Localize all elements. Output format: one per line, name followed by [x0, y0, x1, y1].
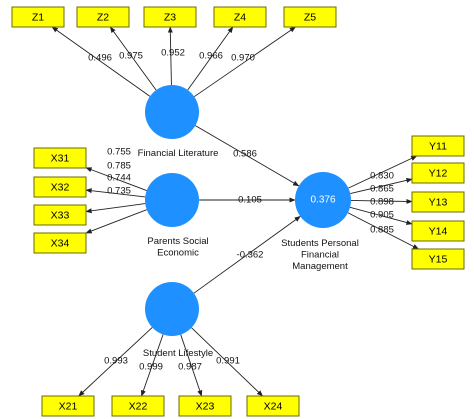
loading-arrow-z4 [187, 26, 234, 91]
indicator-x34: X34 [33, 232, 87, 254]
indicator-z5: Z5 [283, 6, 337, 28]
loading-arrow-y14 [349, 206, 413, 225]
loading-value-x33: 0.744 [107, 173, 131, 184]
indicator-label: X31 [51, 153, 70, 165]
path-arrow-sl-spfm [193, 216, 301, 294]
loading-value-z1: 0.496 [88, 53, 112, 64]
indicator-x31: X31 [33, 147, 87, 169]
loading-value-x32: 0.785 [107, 161, 131, 172]
indicator-label: Y11 [429, 141, 447, 153]
loading-arrow-x22 [141, 334, 164, 397]
path-coefficient-sl-spfm: -0.362 [237, 250, 264, 261]
indicator-z1: Z1 [11, 6, 65, 28]
indicator-label: Y15 [429, 254, 448, 266]
loading-arrow-y12 [350, 177, 413, 195]
indicator-y15: Y15 [411, 248, 465, 270]
indicator-x24: X24 [246, 395, 300, 417]
construct-name-sl: Student Lifestyle [143, 348, 213, 359]
loading-value-y12: 0.865 [370, 184, 394, 195]
loading-arrow-z5 [193, 26, 296, 98]
latent-fl [145, 85, 199, 139]
path-coefficient-ps-spfm: 0.105 [238, 195, 262, 206]
loading-arrow-x23 [180, 334, 203, 397]
loading-value-x31: 0.755 [107, 147, 131, 158]
latent-sl [145, 282, 199, 336]
loading-arrow-x31 [85, 167, 147, 191]
indicator-label: X33 [51, 210, 70, 222]
loading-value-x22: 0.999 [139, 362, 163, 373]
indicator-x33: X33 [33, 204, 87, 226]
indicator-y13: Y13 [411, 191, 465, 213]
indicator-label: Y12 [429, 168, 448, 180]
indicator-label: Y13 [429, 197, 448, 209]
indicator-x22: X22 [111, 395, 165, 417]
loading-value-x21: 0.993 [104, 356, 128, 367]
loading-value-z4: 0.966 [199, 51, 223, 62]
indicator-label: Z1 [32, 12, 44, 24]
loading-value-y11: 0.830 [370, 171, 394, 182]
indicator-label: X21 [59, 401, 78, 413]
loading-value-z3: 0.952 [161, 48, 185, 59]
loading-value-z2: 0.975 [119, 51, 143, 62]
loading-value-y15: 0.885 [370, 225, 394, 236]
latent-spfm [295, 172, 351, 228]
path-arrow-fl-spfm [195, 125, 300, 187]
indicator-x32: X32 [33, 176, 87, 198]
indicator-label: Z2 [97, 12, 109, 24]
indicator-y11: Y11 [411, 135, 465, 157]
indicator-label: X32 [51, 182, 70, 194]
indicator-y14: Y14 [411, 220, 465, 242]
loading-arrow-y13 [350, 198, 413, 204]
loading-value-y13: 0.898 [370, 197, 394, 208]
indicator-x23: X23 [178, 395, 232, 417]
r-squared-value: 0.376 [310, 195, 335, 206]
indicator-z4: Z4 [213, 6, 267, 28]
loading-value-z5: 0.970 [231, 53, 255, 64]
indicator-label: X34 [51, 238, 70, 250]
indicator-label: X22 [129, 401, 148, 413]
latent-ps [145, 173, 199, 227]
indicator-z3: Z3 [143, 6, 197, 28]
loading-arrow-z2 [109, 26, 157, 91]
indicator-z2: Z2 [76, 6, 130, 28]
indicator-label: Z5 [304, 12, 316, 24]
indicator-label: X23 [196, 401, 215, 413]
loading-arrow-y15 [347, 212, 420, 250]
indicator-label: Z3 [164, 12, 176, 24]
loading-arrow-x34 [85, 209, 147, 234]
loading-value-x24: 0.991 [216, 356, 240, 367]
indicator-label: X24 [264, 401, 283, 413]
indicator-y12: Y12 [411, 162, 465, 184]
loading-arrow-x33 [85, 203, 146, 214]
loading-value-x23: 0.987 [178, 362, 202, 373]
loading-arrow-x21 [78, 327, 153, 397]
construct-name-fl: Financial Literature [138, 148, 219, 159]
loading-arrow-y11 [348, 155, 418, 189]
indicator-label: Z4 [234, 12, 246, 24]
loading-arrow-z1 [51, 26, 151, 97]
indicator-x21: X21 [41, 395, 95, 417]
loading-arrow-z3 [167, 26, 173, 86]
loading-arrow-x24 [191, 327, 264, 397]
loading-arrow-x32 [85, 188, 146, 198]
path-coefficient-fl-spfm: 0.586 [233, 149, 257, 160]
indicator-label: Y14 [429, 226, 448, 238]
loading-value-x34: 0.735 [107, 186, 131, 197]
loading-value-y14: 0.905 [370, 210, 394, 221]
